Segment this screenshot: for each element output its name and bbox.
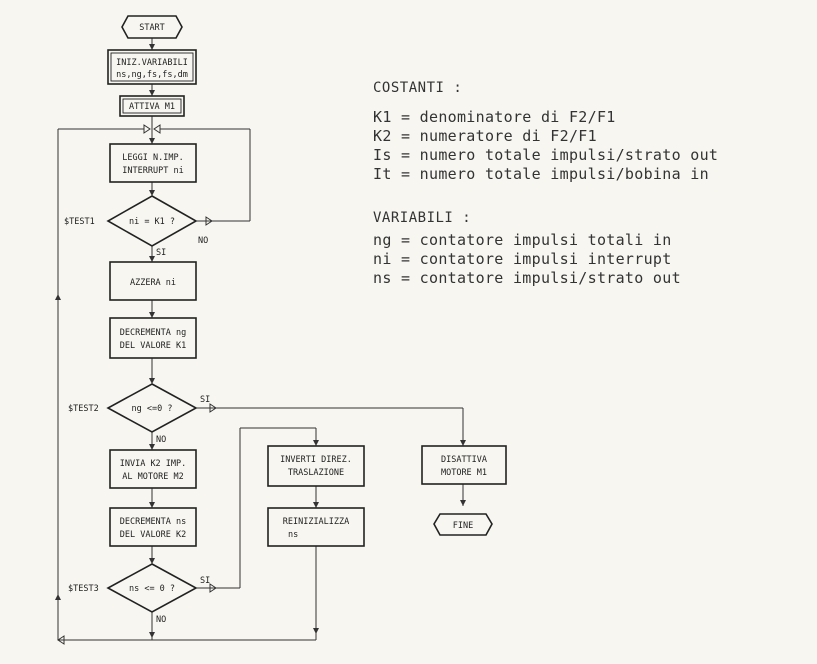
constant-k2: K2 = numeratore di F2/F1 [373,127,597,145]
end-terminal: FINE [433,513,493,536]
deactivate-line1: DISATTIVA [441,455,487,465]
variable-ns: ns = contatore impulsi/strato out [373,269,681,287]
test1-tag: $TEST1 [64,217,95,227]
test3-decision: ns <= 0 ? [106,563,198,613]
variables-title: VARIABILI : [373,210,471,226]
decrement-ng-line1: DECREMENTA ng [120,328,187,338]
arrowheads [55,44,466,645]
reset-ni-box: AZZERA ni [109,261,197,301]
legend: COSTANTI : K1 = denominatore di F2/F1 K2… [373,80,718,287]
read-interrupt-box: LEGGI N.IMP. INTERRUPT ni [109,143,197,183]
test2-no-label: NO [156,435,166,445]
reinitialize-ns-box: REINIZIALIZZA ns [267,507,365,547]
init-label-line1: INIZ.VARIABILI [116,58,188,68]
constants-title: COSTANTI : [373,80,462,96]
send-k2-box: INVIA K2 IMP. AL MOTORE M2 [109,449,197,489]
send-k2-line2: AL MOTORE M2 [122,472,183,482]
test1-condition: ni = K1 ? [129,217,175,227]
test2-condition: ng <=0 ? [132,404,173,414]
activate-m1-box: ATTIVA M1 [119,95,185,117]
variable-ng: ng = contatore impulsi totali in [373,231,672,249]
test2-tag: $TEST2 [68,404,99,414]
test1-decision: ni = K1 ? [106,195,198,247]
test2-si-label: SI [200,395,210,405]
decrement-ns-line1: DECREMENTA ns [120,517,187,527]
test1-no-label: NO [198,236,208,246]
reinit-line2: ns [288,530,298,540]
reset-ni-label: AZZERA ni [130,278,176,288]
reinit-line1: REINIZIALIZZA [283,517,350,527]
deactivate-m1-box: DISATTIVA MOTORE M1 [421,445,507,485]
variable-ni: ni = contatore impulsi interrupt [373,250,672,268]
test3-si-label: SI [200,576,210,586]
constant-k1: K1 = denominatore di F2/F1 [373,108,616,126]
test2-decision: ng <=0 ? [106,383,198,433]
decrement-ns-box: DECREMENTA ns DEL VALORE K2 [109,507,197,547]
start-label: START [139,23,165,33]
test3-condition: ns <= 0 ? [129,584,175,594]
test1-si-label: SI [156,248,166,258]
send-k2-line1: INVIA K2 IMP. [120,459,187,469]
init-variables-box: INIZ.VARIABILI ns,ng,fs,fs,dm [107,49,197,85]
test3-tag: $TEST3 [68,584,99,594]
init-label-line2: ns,ng,fs,fs,dm [116,70,188,80]
read-label-line1: LEGGI N.IMP. [122,153,183,163]
end-label: FINE [453,521,473,531]
activate-m1-label: ATTIVA M1 [129,102,175,112]
read-label-line2: INTERRUPT ni [122,166,183,176]
constant-is: Is = numero totale impulsi/strato out [373,146,718,164]
invert-line1: INVERTI DIREZ. [280,455,352,465]
branch-labels: $TEST1 NO SI $TEST2 SI NO $TEST3 SI NO [64,217,210,625]
decrement-ng-line2: DEL VALORE K1 [120,341,187,351]
test3-no-label: NO [156,615,166,625]
invert-line2: TRASLAZIONE [288,468,344,478]
decrement-ns-line2: DEL VALORE K2 [120,530,187,540]
start-terminal: START [121,15,183,39]
connectors [57,38,464,641]
deactivate-line2: MOTORE M1 [441,468,487,478]
decrement-ng-box: DECREMENTA ng DEL VALORE K1 [109,317,197,359]
invert-direction-box: INVERTI DIREZ. TRASLAZIONE [267,445,365,487]
constant-it: It = numero totale impulsi/bobina in [373,165,709,183]
